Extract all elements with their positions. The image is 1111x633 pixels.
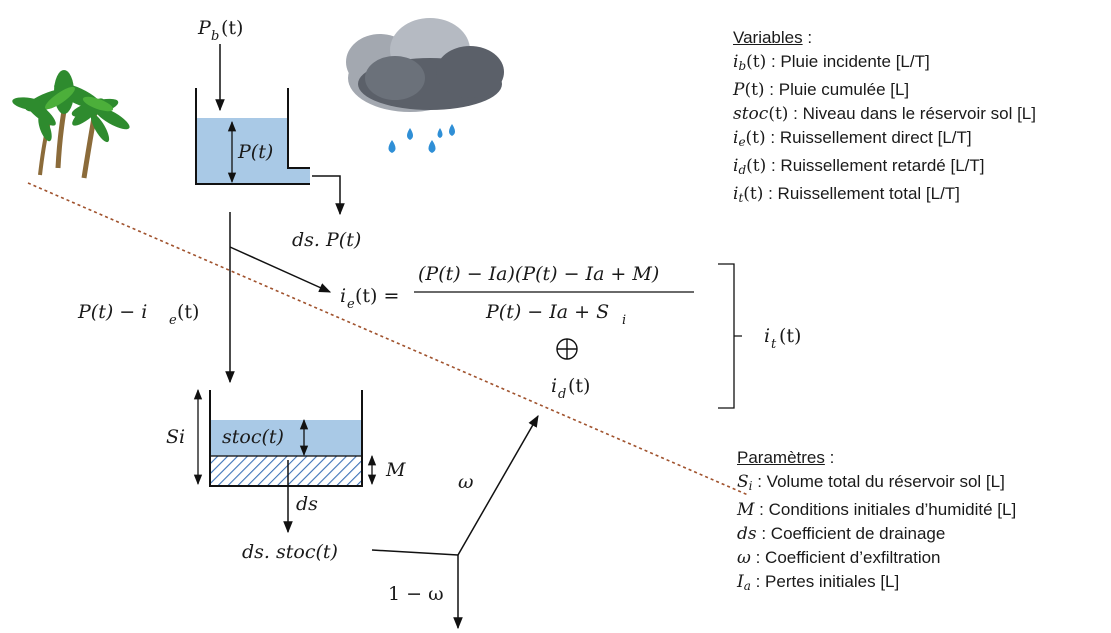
variables-item: ie(t) : Ruissellement direct [L/T] <box>733 126 1036 154</box>
ds-stoc-label: ds. stoc(t) <box>242 541 338 563</box>
variables-panel: Variables : ib(t) : Pluie incidente [L/T… <box>733 26 1036 210</box>
top-tank-water <box>196 118 288 184</box>
parametres-symbol: M <box>737 500 755 520</box>
parametres-description: : Pertes initiales [L] <box>755 572 900 591</box>
variables-symbol-subscript: b <box>738 59 747 73</box>
variables-description: : Niveau dans le réservoir sol [L] <box>793 104 1036 123</box>
parametres-item: ds : Coefficient de drainage <box>737 522 1016 546</box>
variables-symbol-arg: (t) <box>746 156 767 176</box>
outlet-arrow <box>312 175 345 216</box>
svg-text:(P(t) − Ia)(P(t) − Ia + M): (P(t) − Ia)(P(t) − Ia + M) <box>418 263 659 285</box>
svg-text:i: i <box>764 325 770 347</box>
variables-item: stoc(t) : Niveau dans le réservoir sol [… <box>733 102 1036 126</box>
drainage-to-split-line <box>371 549 459 556</box>
parametres-symbol: S <box>737 472 749 492</box>
si-label: Si <box>166 426 185 448</box>
variables-description: : Pluie cumulée [L] <box>769 80 910 99</box>
variables-item: ib(t) : Pluie incidente [L/T] <box>733 50 1036 78</box>
variables-symbol-arg: (t) <box>768 104 789 124</box>
one-minus-omega-label: 1 − ω <box>388 583 444 605</box>
variables-symbol: i <box>733 156 739 176</box>
svg-text:(t) =: (t) = <box>355 285 399 307</box>
variables-description: : Ruissellement retardé [L/T] <box>770 156 985 175</box>
p-tank-label: P(t) <box>237 141 273 163</box>
soil-tank-water <box>210 420 362 456</box>
variables-description: : Pluie incidente [L/T] <box>770 52 930 71</box>
parametres-description: : Coefficient d’exfiltration <box>755 548 941 567</box>
it-label: i t (t) <box>764 325 801 352</box>
soil-tank-walls <box>209 390 363 487</box>
parametres-item: ω : Coefficient d’exfiltration <box>737 546 1016 570</box>
parametres-symbol: ds <box>737 524 757 544</box>
svg-text:d: d <box>558 387 566 402</box>
palm-trees-icon <box>12 70 130 179</box>
parametres-title: Paramètres <box>737 448 825 467</box>
pb-label: P b (t) <box>197 17 243 44</box>
variables-description: : Ruissellement direct [L/T] <box>770 128 972 147</box>
p-minus-ie-label: P(t) − i e (t) <box>77 301 199 328</box>
parametres-item: Si : Volume total du réservoir sol [L] <box>737 470 1016 498</box>
parametres-description: : Coefficient de drainage <box>761 524 946 543</box>
svg-text:P: P <box>197 17 212 39</box>
id-label: i d (t) <box>551 375 590 402</box>
variables-symbol: i <box>733 184 739 204</box>
stoc-label: stoc(t) <box>222 426 284 448</box>
svg-text:(t): (t) <box>221 17 243 39</box>
rain-cloud-icon <box>346 18 504 153</box>
variables-symbol: P <box>733 80 745 100</box>
parametres-symbol: ω <box>737 548 751 568</box>
variables-symbol: i <box>733 128 739 148</box>
svg-text:P(t) − i: P(t) − i <box>77 301 147 323</box>
exfiltration-arrow <box>457 414 539 556</box>
ie-equation: i e (t) = (P(t) − Ia)(P(t) − Ia + M) P(t… <box>340 263 694 328</box>
variables-item: it(t) : Ruissellement total [L/T] <box>733 182 1036 210</box>
parametres-description: : Volume total du réservoir sol [L] <box>757 472 1005 491</box>
omega-label: ω <box>458 471 474 493</box>
variables-symbol-subscript: d <box>738 163 747 177</box>
variables-description: : Ruissellement total [L/T] <box>768 184 960 203</box>
top-tank-outlet-water <box>288 168 310 184</box>
variables-symbol-arg: (t) <box>745 128 766 148</box>
variables-symbol-subscript: t <box>738 191 744 205</box>
variables-title: Variables <box>733 28 803 47</box>
soil-tank-hatch <box>209 455 363 487</box>
svg-text:b: b <box>211 29 219 44</box>
variables-symbol-subscript: e <box>738 135 746 149</box>
total-runoff-brace <box>718 263 742 409</box>
parametres-symbol: I <box>737 572 744 592</box>
svg-text:(t): (t) <box>177 301 199 323</box>
ground-slope-line <box>27 182 749 496</box>
parametres-symbol-subscript: i <box>748 479 753 493</box>
svg-text:i: i <box>622 313 626 328</box>
variables-item: P(t) : Pluie cumulée [L] <box>733 78 1036 102</box>
m-label: M <box>385 459 406 481</box>
parametres-item: M : Conditions initiales d’humidité [L] <box>737 498 1016 522</box>
svg-text:e: e <box>169 313 177 328</box>
ds-label: ds <box>296 493 318 515</box>
svg-text:i: i <box>340 285 346 307</box>
direct-runoff-arrow <box>229 246 332 293</box>
parametres-description: : Conditions initiales d’humidité [L] <box>759 500 1017 519</box>
variables-symbol: stoc <box>733 104 769 124</box>
ds-p-label: ds. P(t) <box>292 229 361 251</box>
svg-text:t: t <box>771 337 777 352</box>
svg-text:i: i <box>551 375 557 397</box>
variables-symbol-arg: (t) <box>746 52 767 72</box>
svg-text:P(t) − Ia + S: P(t) − Ia + S <box>485 301 609 323</box>
variables-symbol: i <box>733 52 739 72</box>
plus-circle-icon <box>556 338 578 360</box>
parametres-symbol-subscript: a <box>743 579 751 593</box>
top-tank-walls <box>195 88 310 185</box>
svg-text:(t): (t) <box>568 375 590 397</box>
variables-symbol-arg: (t) <box>743 184 764 204</box>
variables-item: id(t) : Ruissellement retardé [L/T] <box>733 154 1036 182</box>
parametres-panel: Paramètres : Si : Volume total du réserv… <box>737 446 1016 598</box>
svg-text:e: e <box>347 297 355 312</box>
variables-symbol-arg: (t) <box>744 80 765 100</box>
parametres-item: Ia : Pertes initiales [L] <box>737 570 1016 598</box>
svg-text:(t): (t) <box>779 325 801 347</box>
